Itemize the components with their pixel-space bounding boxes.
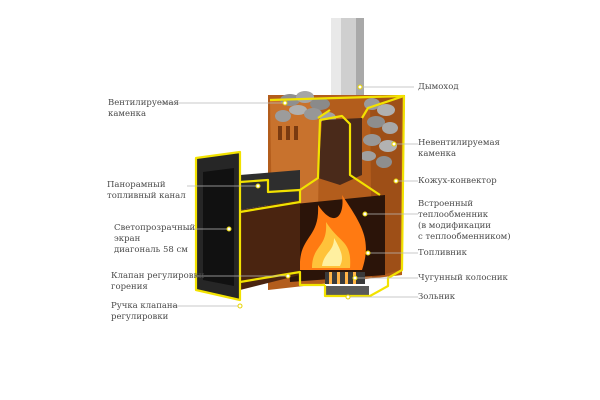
label-convector-casing: Кожух-конвектор [418,176,497,186]
stones-right [360,98,398,168]
label-non-ventilated-stove: Невентилируемая каменка [418,138,500,159]
chimney-pipe [331,18,364,108]
glass-door [196,152,240,300]
heat-exchanger [318,118,362,185]
label-chimney: Дымоход [418,82,459,92]
label-grate: Чугунный колосник [418,273,508,283]
label-firebox: Топливник [418,248,467,258]
ash-pan [325,286,369,296]
firebox [285,195,385,282]
label-heat-exchanger: Встроенный теплообменник (в модификации … [418,199,511,242]
label-panoramic-channel: Панорамный топливный канал [107,180,186,201]
label-glass-screen: Светопрозрачный экран диагональ 58 см [114,223,196,255]
vent-slots [278,126,298,140]
label-ash-pan: Зольник [418,292,456,302]
leader-dots [226,84,399,309]
label-ventilated-stove: Вентилируемая каменка [108,98,179,119]
leader-lines [160,86,418,307]
label-burn-valve: Клапан регулировки горения [111,271,205,292]
label-valve-handle: Ручка клапана регулировки [111,301,178,322]
fuel-channel [240,170,300,290]
